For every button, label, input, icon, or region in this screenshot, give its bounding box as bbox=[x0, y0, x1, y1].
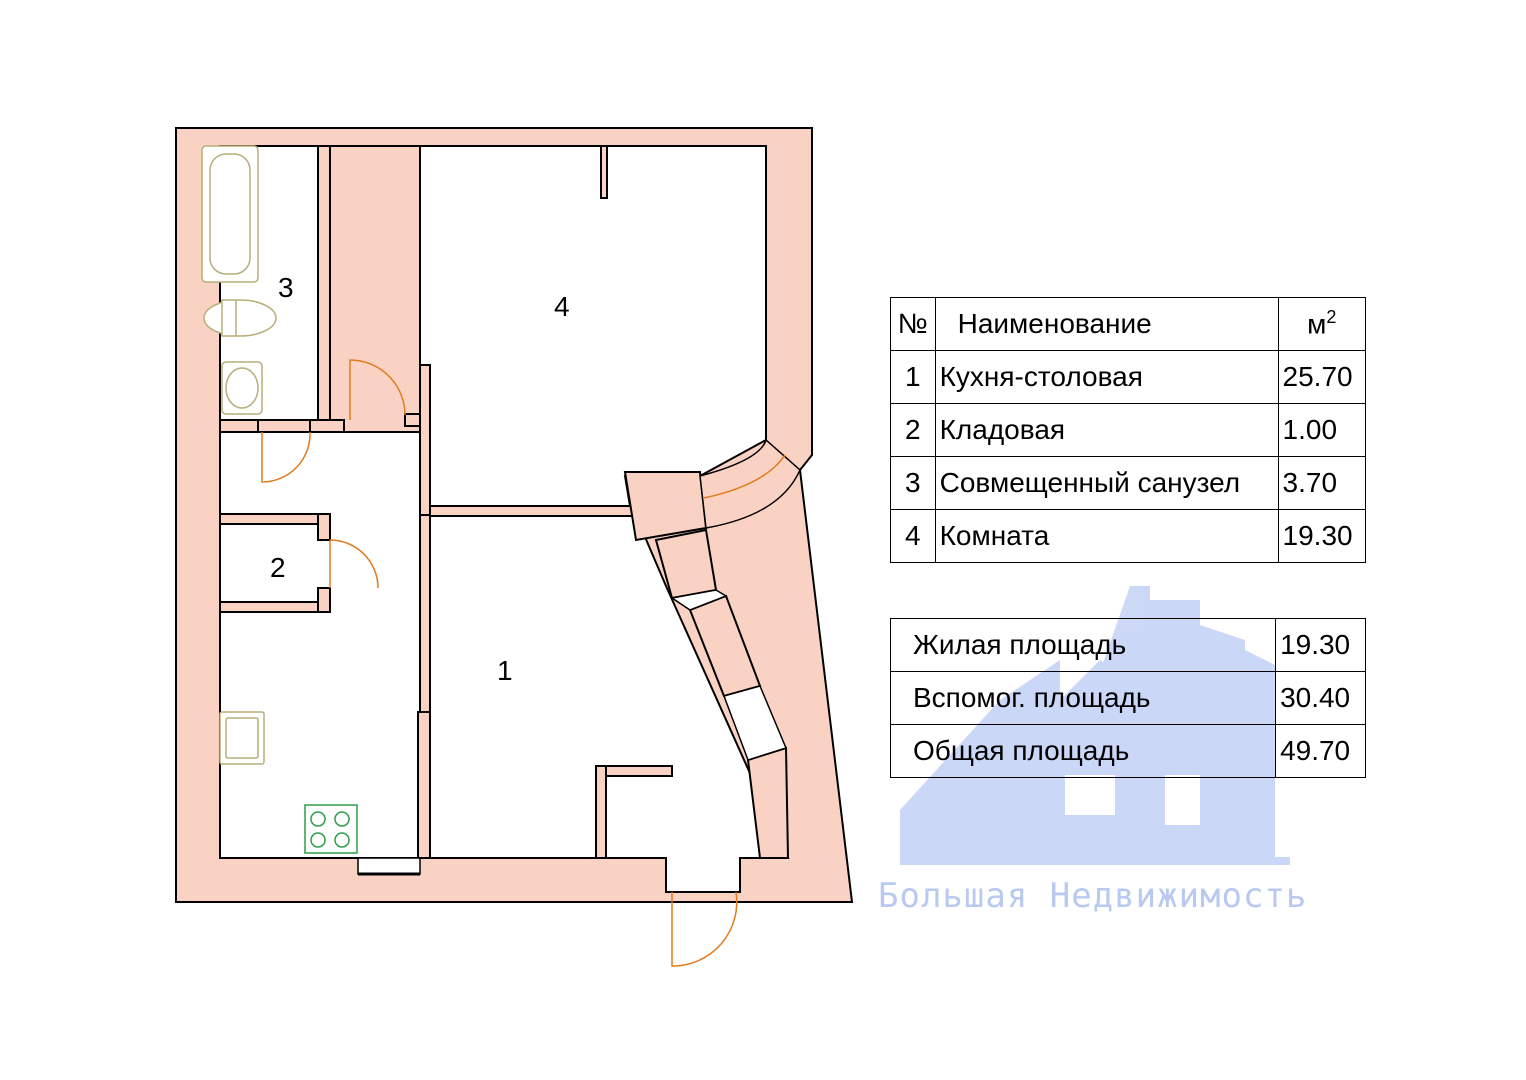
room-label-4: 4 bbox=[554, 291, 570, 322]
bay-window-line bbox=[703, 454, 786, 499]
room-label-2: 2 bbox=[270, 552, 286, 583]
totals-table: Жилая площадь 19.30 Вспомог. площадь 30.… bbox=[889, 618, 1366, 778]
total-label: Общая площадь bbox=[889, 724, 1277, 778]
total-label: Жилая площадь bbox=[889, 618, 1277, 672]
room-num: 1 bbox=[890, 350, 936, 404]
stove-icon bbox=[304, 804, 358, 854]
table-row: 4 Комната 19.30 bbox=[890, 509, 1367, 563]
table-header-row: № Наименование м2 bbox=[890, 297, 1367, 351]
table-row: 3 Совмещенный санузел 3.70 bbox=[890, 456, 1367, 510]
total-value: 49.70 bbox=[1275, 724, 1366, 778]
bathroom-fixtures bbox=[201, 145, 277, 765]
door-room4 bbox=[349, 359, 406, 420]
toilet-icon bbox=[203, 299, 277, 337]
room-name: Совмещенный санузел bbox=[934, 456, 1279, 510]
room-name: Комната bbox=[934, 509, 1279, 563]
room-area: 3.70 bbox=[1277, 456, 1367, 510]
room-name: Кладовая bbox=[934, 403, 1279, 457]
windows bbox=[357, 589, 788, 876]
room-area: 25.70 bbox=[1277, 350, 1367, 404]
room-label-1: 1 bbox=[497, 655, 513, 686]
door-bathroom bbox=[261, 431, 311, 483]
table-row: Общая площадь 49.70 bbox=[889, 724, 1366, 778]
room-area: 1.00 bbox=[1277, 403, 1367, 457]
door-storage bbox=[329, 539, 379, 589]
total-label: Вспомог. площадь bbox=[889, 671, 1277, 725]
room-num: 4 bbox=[890, 509, 936, 563]
table-row: 2 Кладовая 1.00 bbox=[890, 403, 1367, 457]
header-num: № bbox=[890, 297, 936, 351]
room-num: 2 bbox=[890, 403, 936, 457]
header-name: Наименование bbox=[934, 297, 1279, 351]
room-label-3: 3 bbox=[278, 272, 294, 303]
room-num: 3 bbox=[890, 456, 936, 510]
door-entrance bbox=[671, 891, 738, 967]
room-area: 19.30 bbox=[1277, 509, 1367, 563]
table-row: Жилая площадь 19.30 bbox=[889, 618, 1366, 672]
watermark-text: Большая Недвижимость bbox=[878, 876, 1308, 916]
header-unit: м2 bbox=[1277, 297, 1367, 351]
total-value: 30.40 bbox=[1275, 671, 1366, 725]
interior-walls bbox=[219, 145, 790, 859]
doors bbox=[261, 359, 738, 967]
bay-window bbox=[699, 438, 801, 529]
room-name: Кухня-столовая bbox=[934, 350, 1279, 404]
rooms-table: № Наименование м2 1 Кухня-столовая 25.70… bbox=[890, 297, 1367, 563]
total-value: 19.30 bbox=[1275, 618, 1366, 672]
table-row: 1 Кухня-столовая 25.70 bbox=[890, 350, 1367, 404]
table-row: Вспомог. площадь 30.40 bbox=[889, 671, 1366, 725]
